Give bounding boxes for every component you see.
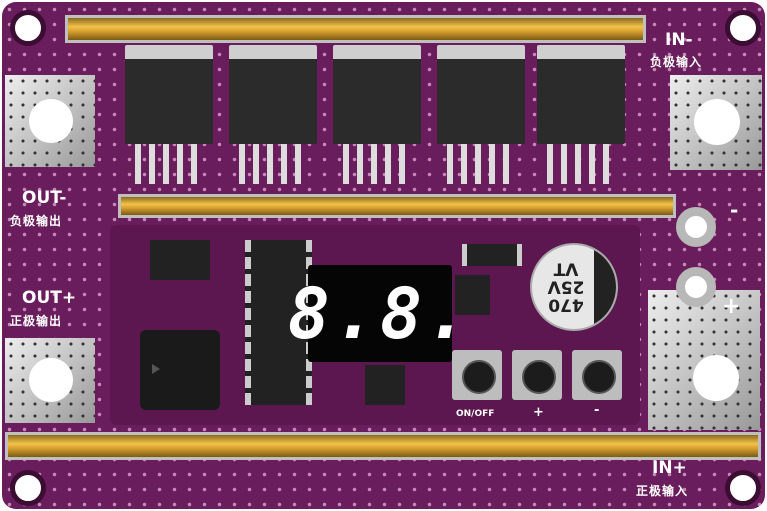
terminal-minus-mark: - bbox=[730, 198, 739, 222]
label-out-minus: OUT- bbox=[22, 188, 67, 208]
mosfet-row bbox=[125, 45, 645, 190]
minus-button[interactable] bbox=[572, 350, 622, 400]
optocoupler-chip bbox=[150, 240, 210, 280]
on-off-label: ON/OFF bbox=[456, 409, 495, 419]
mosfet bbox=[437, 45, 525, 144]
capacitor-value: 470 bbox=[548, 294, 584, 315]
capacitor-series: VT bbox=[553, 258, 579, 279]
diode bbox=[462, 244, 522, 266]
plus-button[interactable] bbox=[512, 350, 562, 400]
input-terminal-plus bbox=[676, 267, 716, 307]
minus-label: - bbox=[594, 403, 600, 418]
label-in-plus-cn: 正极输入 bbox=[636, 484, 689, 498]
electrolytic-capacitor: 470 25V VT bbox=[530, 243, 618, 331]
plus-label: + bbox=[533, 405, 544, 420]
pad-out-minus bbox=[5, 75, 95, 167]
terminal-plus-mark: + bbox=[722, 294, 741, 319]
label-out-minus-cn: 负极输出 bbox=[10, 214, 63, 228]
buzzer bbox=[140, 330, 220, 410]
label-in-minus-cn: 负极输入 bbox=[650, 55, 703, 69]
regulator-chip bbox=[455, 275, 490, 315]
display-digits: 8.8. bbox=[287, 272, 473, 355]
pad-out-plus bbox=[5, 338, 95, 423]
copper-bus-bar-bottom bbox=[5, 432, 761, 460]
label-out-plus: OUT+ bbox=[22, 288, 77, 308]
pad-in-plus bbox=[648, 290, 760, 430]
mounting-hole bbox=[10, 470, 46, 506]
seven-segment-display: 8.8. bbox=[288, 265, 468, 362]
pad-in-minus bbox=[670, 75, 762, 170]
mosfet bbox=[229, 45, 317, 144]
label-in-plus: IN+ bbox=[652, 458, 687, 478]
copper-bus-bar-top bbox=[65, 15, 646, 43]
mounting-hole bbox=[10, 10, 46, 46]
label-in-minus: IN- bbox=[665, 30, 693, 50]
mosfet bbox=[125, 45, 213, 144]
capacitor-voltage: 25V bbox=[547, 276, 585, 297]
label-out-plus-cn: 正极输出 bbox=[10, 314, 63, 328]
on-off-button[interactable] bbox=[452, 350, 502, 400]
driver-chip bbox=[365, 365, 405, 405]
copper-bus-bar-middle bbox=[118, 194, 676, 218]
mosfet bbox=[537, 45, 625, 144]
mounting-hole bbox=[725, 470, 761, 506]
mosfet bbox=[333, 45, 421, 144]
mounting-hole bbox=[725, 10, 761, 46]
input-terminal-minus bbox=[676, 207, 716, 247]
